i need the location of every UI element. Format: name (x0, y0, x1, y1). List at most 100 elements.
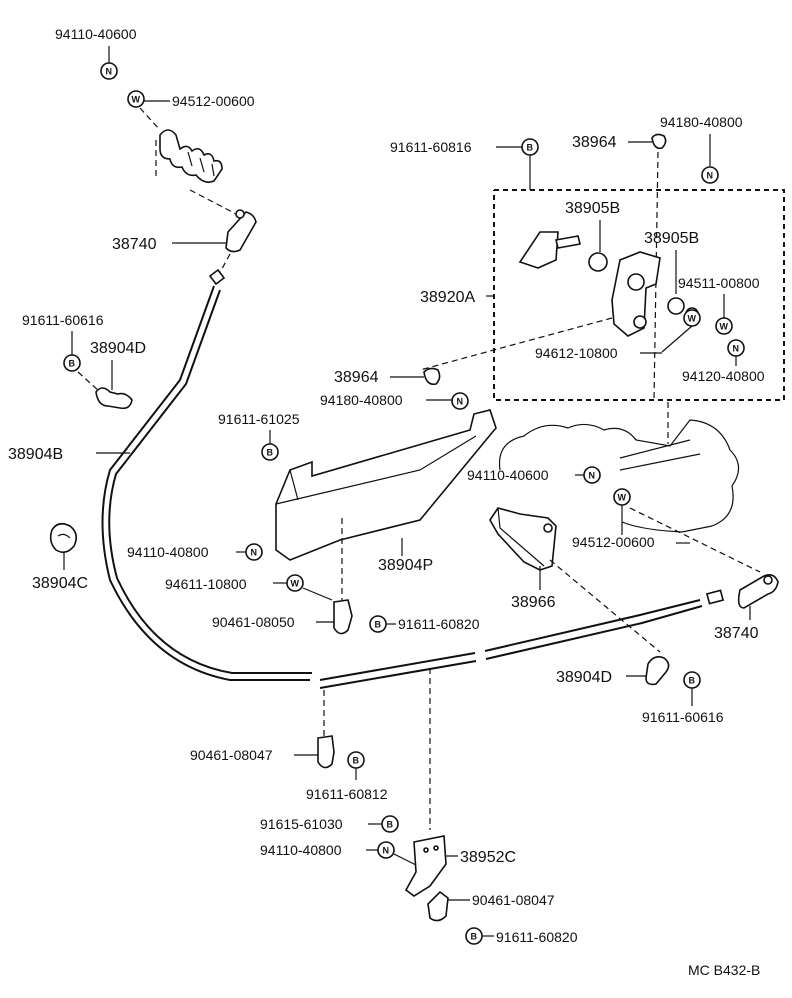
svg-text:W: W (688, 314, 697, 324)
label-38740-left: 38740 (112, 236, 157, 253)
svg-text:N: N (106, 67, 113, 77)
clamp-38904D-right-icon (645, 656, 670, 686)
grommet-38904C: 38904C (32, 522, 88, 592)
label-94511-00800: 94511-00800 (678, 275, 760, 291)
nut-badge-icon: N (377, 841, 395, 859)
clamp-90461-08050-icon (333, 599, 353, 635)
bolt-badge-icon: B (369, 615, 387, 633)
boot-icon (159, 129, 223, 183)
label-38904C: 38904C (32, 575, 88, 592)
label-91611-60820-bottom: 91611-60820 (496, 929, 578, 945)
label-94110-40800-mid: 94110-40800 (127, 544, 209, 560)
label-94110-40600-mid: 94110-40600 (467, 467, 549, 483)
svg-text:B: B (375, 620, 382, 630)
bracket-38966-icon (489, 507, 557, 571)
bushing-icon (423, 367, 441, 386)
label-38966: 38966 (511, 594, 556, 611)
svg-text:B: B (471, 932, 478, 942)
label-91611-60816: 91611-60816 (390, 139, 472, 155)
engine-area: 94110-40600 N W 94512-00600 38966 (467, 402, 761, 653)
label-94180-40800-top: 94180-40800 (660, 114, 743, 130)
label-94120-40800: 94120-40800 (682, 368, 765, 384)
label-38952C: 38952C (460, 849, 516, 866)
bolt-badge-icon: B (63, 354, 81, 372)
svg-text:W: W (720, 322, 729, 332)
nut-badge-icon: N (701, 166, 719, 184)
svg-text:N: N (383, 846, 390, 856)
clamp-90461-08047-bottom-icon (427, 890, 449, 922)
svg-text:N: N (251, 548, 258, 558)
label-38904B: 38904B (8, 446, 63, 463)
clevis-38740-left-icon (225, 209, 257, 253)
label-94612-10800: 94612-10800 (535, 345, 618, 361)
svg-text:B: B (353, 756, 360, 766)
label-38740-right: 38740 (714, 625, 759, 642)
nut-badge-icon: N (100, 62, 118, 80)
svg-text:B: B (267, 448, 274, 458)
label-94110-40600-top: 94110-40600 (55, 26, 137, 42)
label-94512-00600-top: 94512-00600 (172, 93, 255, 109)
clamp-icon (95, 387, 133, 410)
nut-badge-icon: N (451, 392, 469, 410)
bolt-badge-icon: B (683, 671, 701, 689)
cable-38904B: 38904B (8, 268, 725, 689)
label-38904P: 38904P (378, 557, 433, 574)
label-38905B-a: 38905B (565, 200, 620, 217)
nut-badge-icon: N (245, 543, 263, 561)
nut-badge-icon: N (583, 466, 601, 484)
label-38964-mid: 38964 (334, 369, 379, 386)
bolt-badge-icon: B (347, 751, 365, 769)
svg-text:N: N (457, 397, 464, 407)
lever-icon (611, 251, 661, 337)
bolt-badge-icon: B (521, 138, 539, 156)
label-38964-top: 38964 (572, 134, 617, 151)
svg-text:N: N (707, 171, 714, 181)
label-94512-00600-mid: 94512-00600 (572, 534, 655, 550)
svg-text:W: W (618, 493, 627, 503)
label-38904D-left: 38904D (90, 340, 146, 357)
label-91611-60812: 91611-60812 (306, 786, 388, 802)
bracket-assembly-38920A: 91611-60816 B 38964 94180-40800 N 38920A… (390, 114, 785, 401)
nut-badge-icon: N (727, 339, 745, 357)
plate-38904P: 38964 94180-40800 N 91611-61025 B 38904P… (127, 367, 497, 635)
svg-text:B: B (387, 820, 394, 830)
svg-text:B: B (527, 143, 534, 153)
drawing-code: MC B432-B (688, 962, 760, 978)
svg-text:B: B (689, 676, 696, 686)
label-94110-40800-bottom: 94110-40800 (260, 842, 342, 858)
label-91615-61030: 91615-61030 (260, 816, 343, 832)
svg-text:B: B (69, 359, 76, 369)
label-94611-10800: 94611-10800 (165, 576, 247, 592)
label-94180-40800-mid: 94180-40800 (320, 392, 403, 408)
clamp-38904D-left: 91611-60616 B 38904D (22, 312, 146, 410)
bolt-badge-icon: B (465, 927, 483, 945)
washer-badge-icon: W (286, 574, 304, 592)
label-38904D-right: 38904D (556, 669, 612, 686)
label-90461-08047-left: 90461-08047 (190, 747, 273, 763)
washer-badge-icon: W (683, 309, 701, 327)
label-90461-08047-bottom: 90461-08047 (472, 892, 555, 908)
label-38905B-b: 38905B (644, 230, 699, 247)
bushing-38905B-icon (588, 252, 608, 272)
label-91611-61025: 91611-61025 (218, 411, 300, 427)
svg-text:N: N (589, 471, 596, 481)
svg-text:N: N (733, 344, 740, 354)
label-91611-60820-mid: 91611-60820 (398, 616, 480, 632)
washer-badge-icon: W (613, 488, 631, 506)
bolt-badge-icon: B (381, 815, 399, 833)
label-91611-60616-right: 91611-60616 (642, 709, 724, 725)
washer-badge-icon: W (715, 317, 733, 335)
right-cable-end: 38740 38904D B 91611-60616 (556, 574, 779, 725)
clamp-90461-08047-left-icon (317, 735, 335, 769)
bolt-badge-icon: B (261, 443, 279, 461)
pivot-bracket-icon (518, 231, 559, 269)
washer-badge-icon: W (127, 90, 145, 108)
label-91611-60616-left: 91611-60616 (22, 312, 104, 328)
top-left-assembly: 94110-40600 N W 94512-00600 38740 (55, 26, 257, 279)
bushing-icon (651, 133, 667, 150)
svg-text:W: W (291, 579, 300, 589)
lower-clamps: 90461-08047 B 91611-60812 91615-61030 B … (190, 668, 578, 945)
svg-text:W: W (132, 95, 141, 105)
label-90461-08050: 90461-08050 (212, 614, 295, 630)
